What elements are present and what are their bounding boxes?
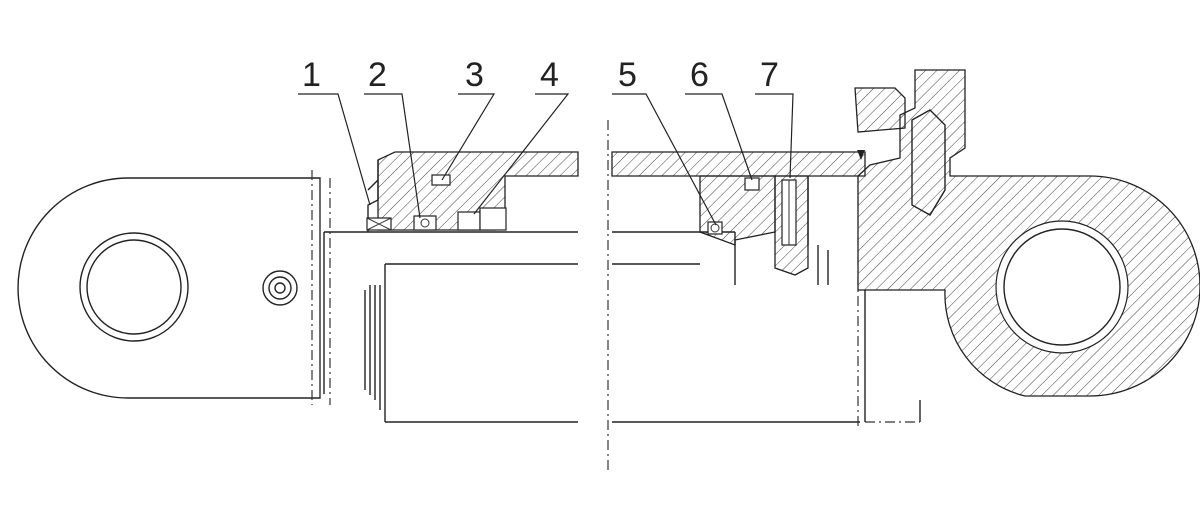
grease-fitting <box>262 270 298 306</box>
callout-label-6: 6 <box>690 56 709 94</box>
piston-ring-6 <box>744 177 760 191</box>
callout-label-3: 3 <box>465 56 484 94</box>
left-clevis-eye <box>17 170 321 405</box>
seal-ring-3 <box>431 174 451 186</box>
seal-ring-2 <box>413 215 437 231</box>
seal-ring-4 <box>457 207 507 231</box>
callout-3: 3 <box>441 56 496 181</box>
callout-label-2: 2 <box>368 56 387 94</box>
callout-label-5: 5 <box>618 56 637 94</box>
callout-2: 2 <box>364 56 421 219</box>
callout-label-1: 1 <box>302 56 321 94</box>
cylinder-body <box>364 263 860 423</box>
callout-5: 5 <box>612 56 717 226</box>
callout-label-7: 7 <box>760 56 779 94</box>
callout-1: 1 <box>298 56 371 206</box>
callout-label-4: 4 <box>540 56 559 94</box>
piston-seal-5 <box>707 221 723 235</box>
piston-rod <box>323 178 700 405</box>
barrel-wall <box>611 151 866 177</box>
callout-7: 7 <box>755 56 794 179</box>
callout-4: 4 <box>473 56 570 215</box>
port-fitting <box>854 87 906 133</box>
seal-ring-1 <box>366 217 392 231</box>
end-cap-eye <box>857 69 1200 430</box>
callout-6: 6 <box>685 56 753 181</box>
lock-screw-7 <box>774 175 829 285</box>
